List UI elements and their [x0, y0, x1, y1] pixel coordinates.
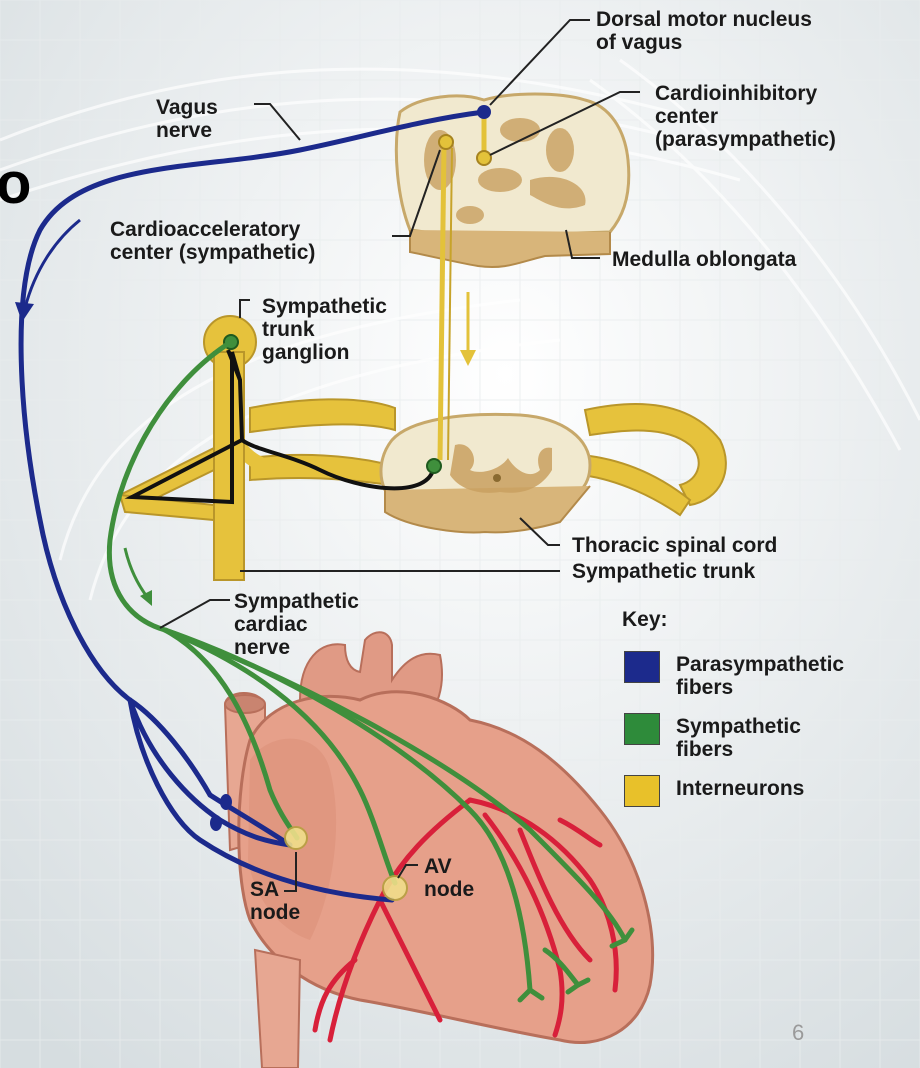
label-sympathetic-trunk-ganglion: Sympathetic trunk ganglion — [262, 295, 387, 364]
label-sa-node: SA node — [250, 878, 300, 924]
legend-swatch-parasympathetic — [624, 651, 660, 683]
label-sympathetic-trunk: Sympathetic trunk — [572, 560, 755, 583]
cardioacceleratory-center-dot — [439, 135, 453, 149]
sa-node-marker — [285, 827, 307, 849]
legend-label-parasympathetic: Parasympathetic fibers — [676, 653, 844, 699]
av-node-marker — [383, 876, 407, 900]
cardioinhibitory-center-dot — [477, 151, 491, 165]
legend-swatch-sympathetic — [624, 713, 660, 745]
partial-heading: o — [0, 150, 31, 217]
label-dorsal-motor-nucleus: Dorsal motor nucleus of vagus — [596, 8, 812, 54]
legend-label-sympathetic: Sympathetic fibers — [676, 715, 801, 761]
label-cardioacceleratory-center: Cardioacceleratory center (sympathetic) — [110, 218, 315, 264]
label-vagus-nerve: Vagus nerve — [156, 96, 218, 142]
spinal-cord-neuron-dot — [427, 459, 441, 473]
thoracic-spinal-cord — [381, 414, 590, 532]
label-av-node: AV node — [424, 855, 474, 901]
label-sympathetic-cardiac-nerve: Sympathetic cardiac nerve — [234, 590, 359, 659]
page-number: 6 — [792, 1020, 804, 1046]
legend-title: Key: — [622, 608, 668, 631]
label-medulla-oblongata: Medulla oblongata — [612, 248, 796, 271]
label-thoracic-spinal-cord: Thoracic spinal cord — [572, 534, 777, 557]
legend-swatch-interneurons — [624, 775, 660, 807]
label-cardioinhibitory-center: Cardioinhibitory center (parasympathetic… — [655, 82, 836, 151]
legend-label-interneurons: Interneurons — [676, 777, 804, 800]
dorsal-motor-nucleus-dot — [477, 105, 491, 119]
